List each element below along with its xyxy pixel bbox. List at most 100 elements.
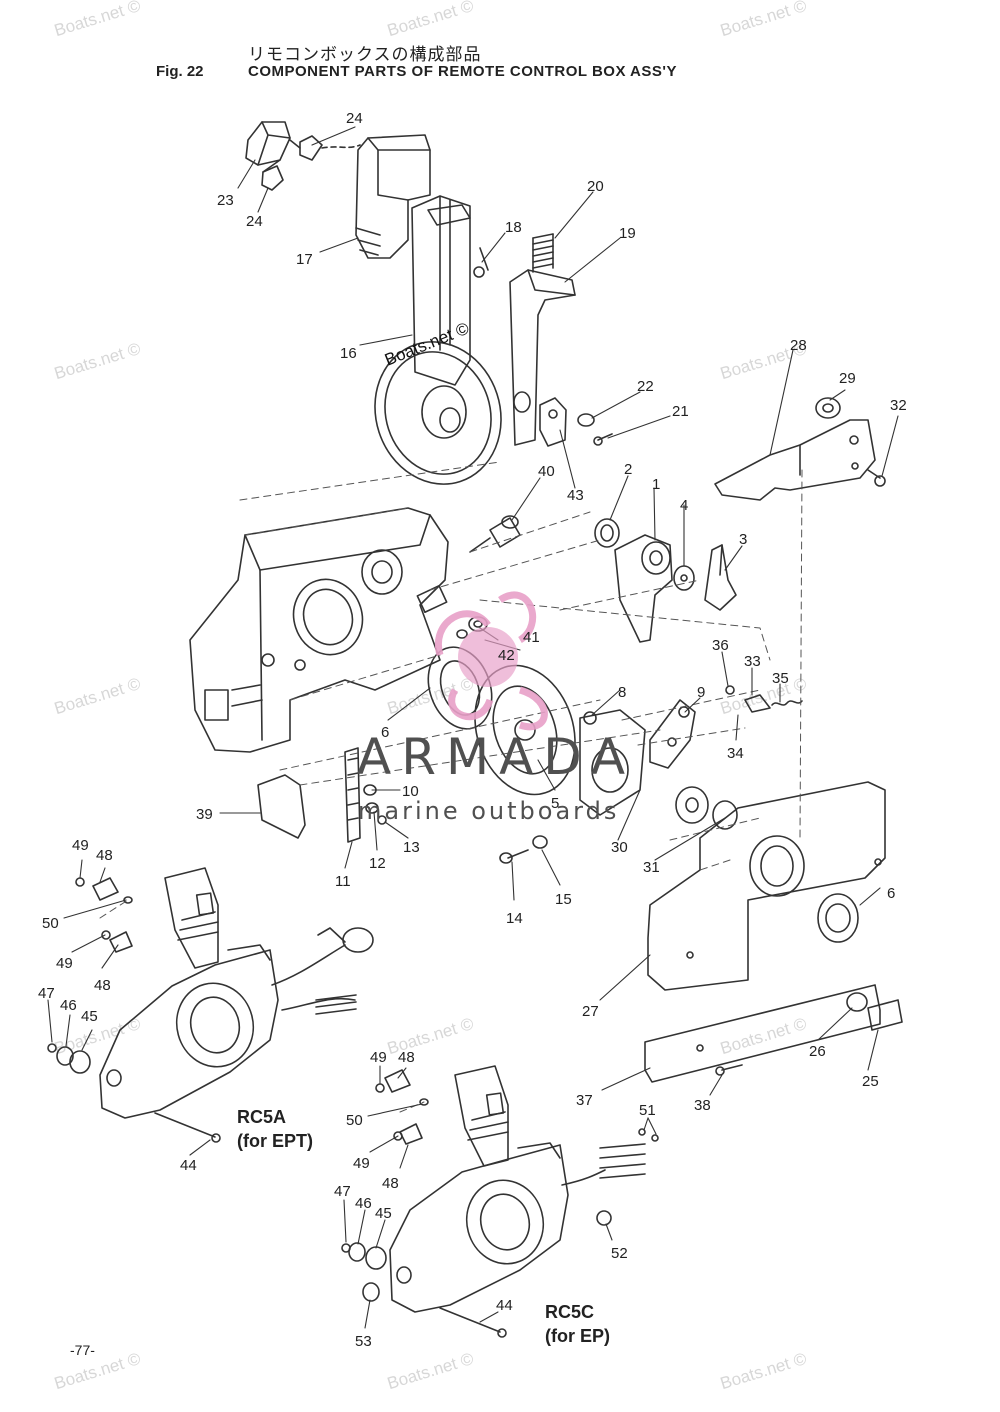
callout-42: 42 — [498, 647, 515, 664]
washer-4 — [673, 565, 695, 591]
callout-14: 14 — [506, 910, 523, 927]
plate-30-31 — [675, 786, 738, 830]
callout-48-d: 48 — [382, 1175, 399, 1192]
callout-4: 4 — [680, 497, 688, 514]
callout-23: 23 — [217, 192, 234, 209]
callout-49-c: 49 — [370, 1049, 387, 1066]
callout-22: 22 — [637, 378, 654, 395]
callout-26: 26 — [809, 1043, 826, 1060]
callout-43: 43 — [567, 487, 584, 504]
callout-24-top: 24 — [346, 110, 363, 127]
plate-43 — [539, 397, 567, 447]
callout-50-b: 50 — [346, 1112, 363, 1129]
model-label-rc5a: RC5A (for EPT) — [237, 1105, 313, 1153]
callout-28: 28 — [790, 337, 807, 354]
page-title: COMPONENT PARTS OF REMOTE CONTROL BOX AS… — [248, 63, 677, 80]
spring-plates-24 — [261, 135, 361, 191]
gasket-6-right — [817, 893, 859, 943]
rc5a-control-box — [99, 867, 279, 1119]
callout-51: 51 — [639, 1102, 656, 1119]
washer-22 — [577, 413, 595, 427]
callout-21: 21 — [672, 403, 689, 420]
washer-29 — [815, 397, 841, 419]
callout-2: 2 — [624, 461, 632, 478]
logo-subtitle: marine outboards — [358, 797, 620, 825]
armada-logo-mark — [434, 591, 548, 731]
callout-13: 13 — [403, 839, 420, 856]
switch-3 — [704, 544, 737, 611]
callout-17: 17 — [296, 251, 313, 268]
nut-15 — [532, 835, 548, 849]
side-plate-37 — [644, 984, 881, 1083]
callout-45-rc5a: 45 — [81, 1008, 98, 1025]
rc5a-harness — [271, 927, 374, 1015]
callout-labels: 1 2 3 4 5 6 6 8 9 10 11 12 13 14 15 16 1… — [38, 110, 907, 1350]
callout-19: 19 — [619, 225, 636, 242]
model-note: (for EP) — [545, 1326, 610, 1346]
callout-6: 6 — [381, 724, 389, 741]
callout-30: 30 — [611, 839, 628, 856]
logo-wordmark: ARMADA — [357, 728, 636, 786]
spring-20 — [532, 233, 554, 273]
callout-49-b: 49 — [56, 955, 73, 972]
rc5c-small-parts — [341, 1069, 659, 1338]
callout-40: 40 — [538, 463, 555, 480]
control-housing — [189, 507, 449, 753]
callout-31: 31 — [643, 859, 660, 876]
callout-12: 12 — [369, 855, 386, 872]
callout-53: 53 — [355, 1333, 372, 1350]
callout-18: 18 — [505, 219, 522, 236]
callout-1: 1 — [652, 476, 660, 493]
callout-41: 41 — [523, 629, 540, 646]
spring-33-35 — [725, 685, 803, 713]
neutral-lever-28 — [714, 419, 876, 501]
callout-32: 32 — [890, 397, 907, 414]
callout-33: 33 — [744, 653, 761, 670]
screw-21 — [593, 433, 613, 446]
washer-26 — [846, 992, 868, 1012]
cover-plate-27 — [647, 781, 886, 991]
callout-45-rc5c: 45 — [375, 1205, 392, 1222]
model-note: (for EPT) — [237, 1131, 313, 1151]
callout-44-rc5a: 44 — [180, 1157, 197, 1174]
lock-button-23 — [245, 121, 291, 166]
callout-9: 9 — [697, 684, 705, 701]
model-name: RC5A — [237, 1107, 287, 1127]
page-number: -77- — [70, 1342, 95, 1358]
callout-36: 36 — [712, 637, 729, 654]
callout-29: 29 — [839, 370, 856, 387]
handle-hub — [374, 341, 502, 485]
lever-19 — [509, 269, 576, 446]
bolt-14 — [499, 849, 529, 864]
callout-6-right: 6 — [887, 885, 895, 902]
callout-34: 34 — [727, 745, 744, 762]
screw-32 — [867, 469, 886, 487]
callout-20: 20 — [587, 178, 604, 195]
callout-46-rc5a: 46 — [60, 997, 77, 1014]
callout-46-rc5c: 46 — [355, 1195, 372, 1212]
callout-50-a: 50 — [42, 915, 59, 932]
model-name: RC5C — [545, 1302, 595, 1322]
callout-49-a: 49 — [72, 837, 89, 854]
rc5c-control-box — [389, 1065, 569, 1313]
callout-44-rc5c: 44 — [496, 1297, 513, 1314]
callout-24-bottom: 24 — [246, 213, 263, 230]
callout-10: 10 — [402, 783, 419, 800]
handle-grip-17 — [355, 134, 431, 259]
handle-arm-16 — [411, 195, 471, 386]
model-label-rc5c: RC5C (for EP) — [545, 1300, 610, 1348]
friction-plate-11 — [344, 747, 361, 843]
bushing-2 — [594, 518, 620, 548]
callout-48-c: 48 — [398, 1049, 415, 1066]
japanese-title: リモコンボックスの構成部品 — [248, 45, 482, 65]
screw-38 — [715, 1064, 743, 1076]
callout-49-d: 49 — [353, 1155, 370, 1172]
callout-16: 16 — [340, 345, 357, 362]
callout-15: 15 — [555, 891, 572, 908]
rc5a-small-parts — [47, 877, 221, 1143]
lever-9 — [649, 699, 696, 769]
throttle-lever-1 — [614, 534, 673, 643]
callout-5: 5 — [551, 795, 559, 812]
